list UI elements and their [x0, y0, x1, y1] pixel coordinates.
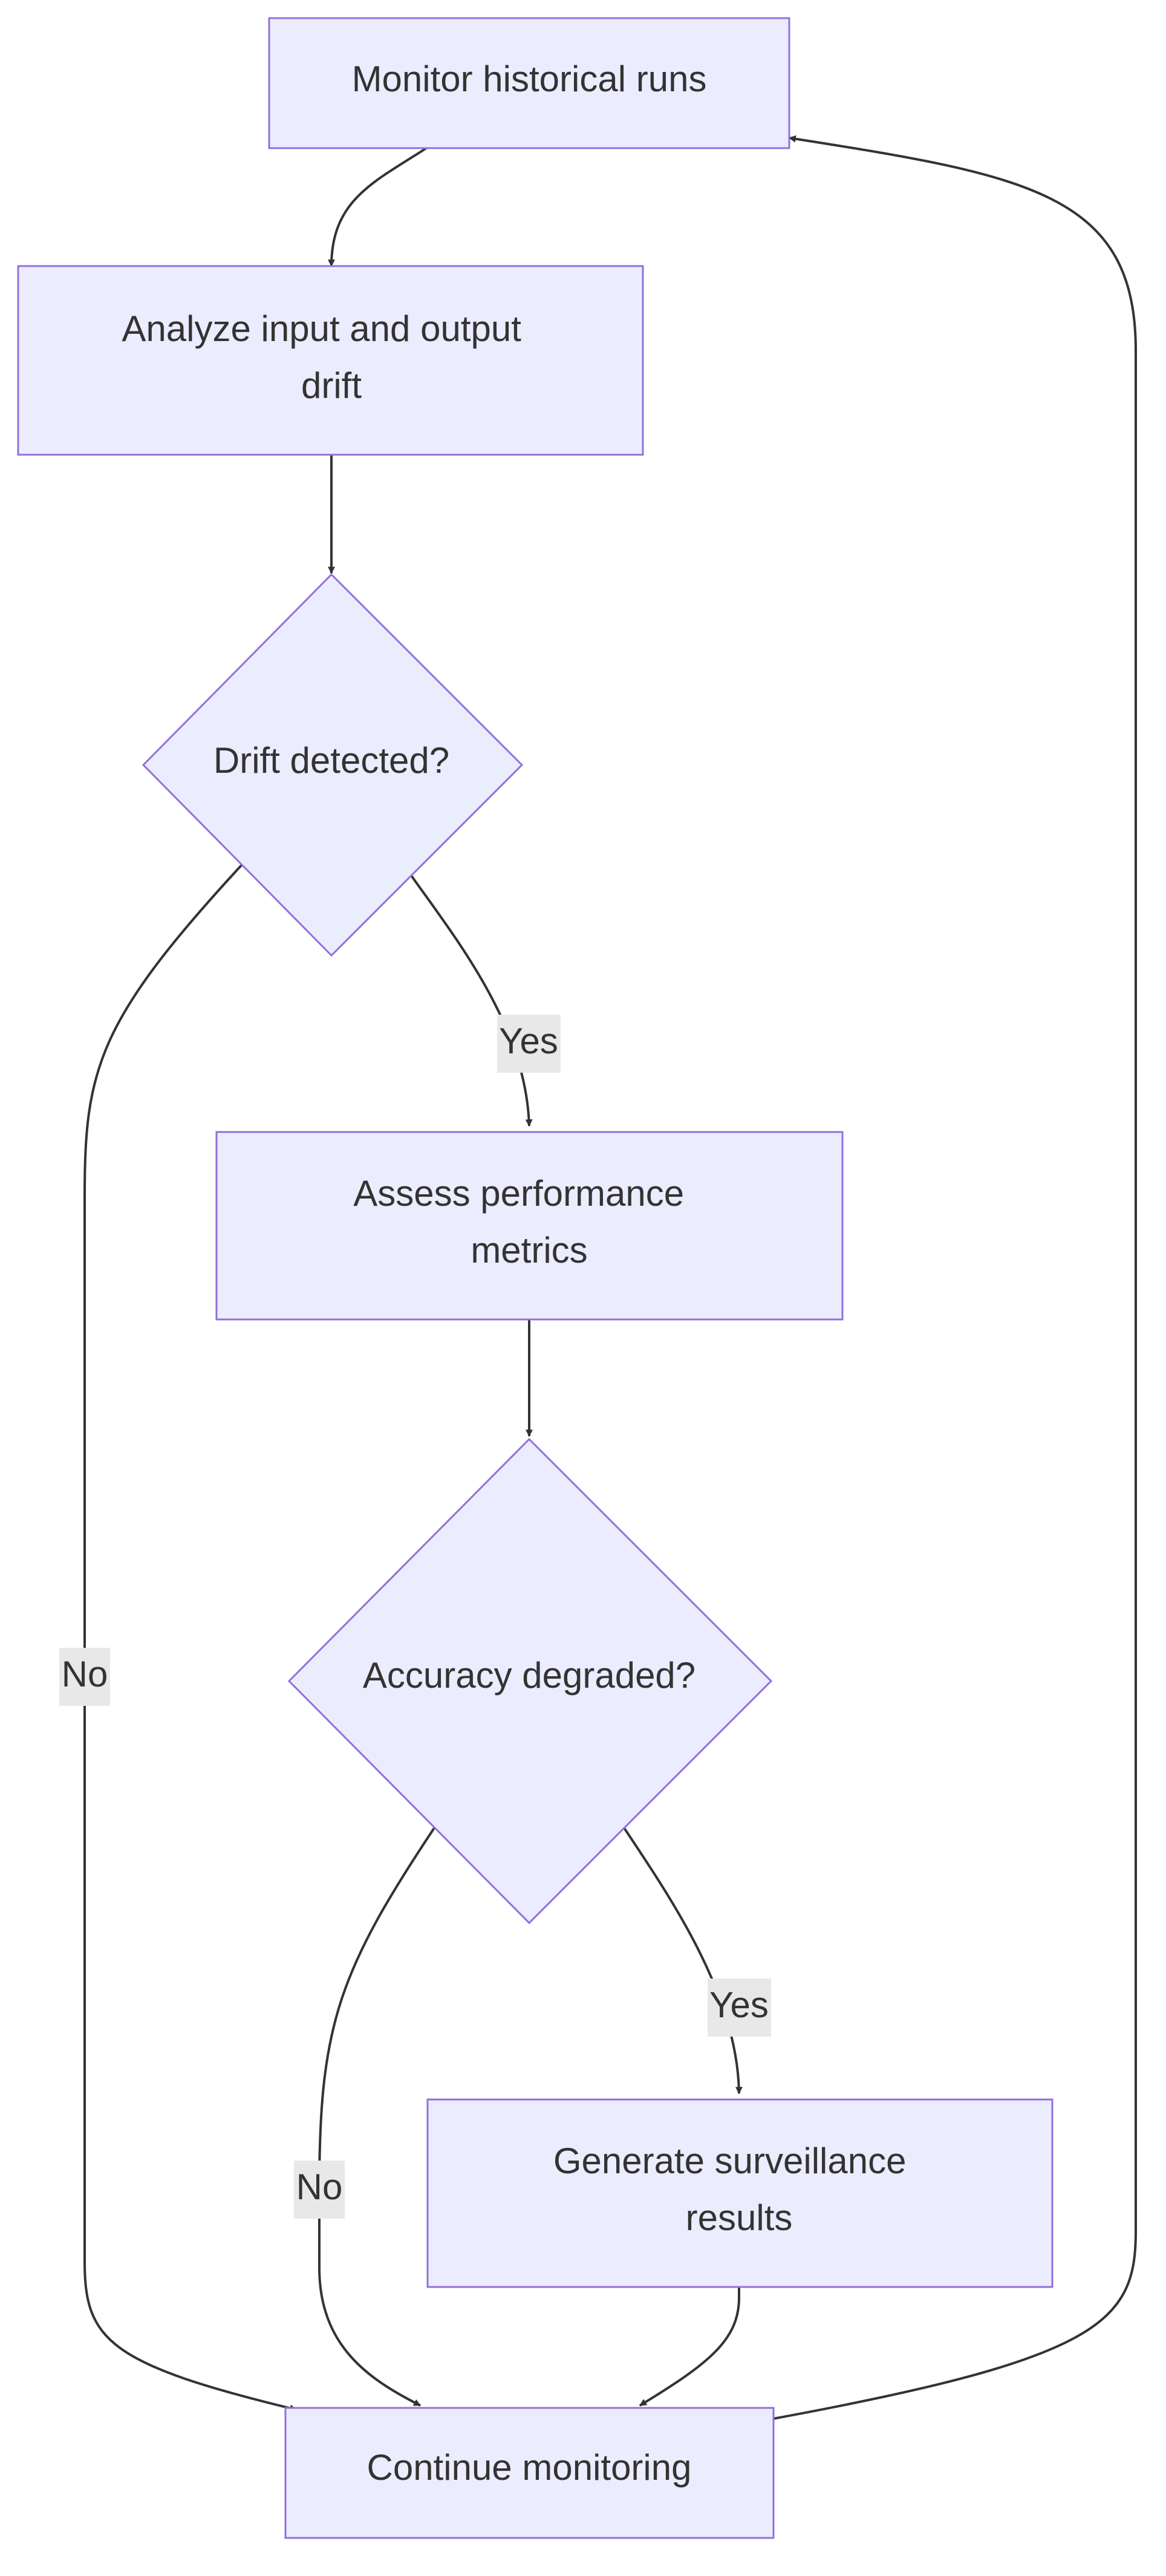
- edge-continue-to-monitor: [772, 135, 1137, 2420]
- svg-text:Accuracy degraded?: Accuracy degraded?: [363, 1655, 695, 1696]
- decision-accuracy-line-1: Accuracy degraded?: [363, 1655, 695, 1696]
- node-continue-line-1: Continue monitoring: [367, 2447, 692, 2488]
- edge-accuracy-yes-to-generate: [622, 1825, 743, 2095]
- svg-text:Drift detected?: Drift detected?: [213, 740, 449, 781]
- node-generate-surveillance-results: Generate surveillance results: [426, 2098, 1054, 2288]
- node-assess-line-1: Assess performance: [353, 1173, 684, 1214]
- edge-label-drift-no-text: No: [62, 1654, 108, 1694]
- svg-text:Continue monitoring: Continue monitoring: [367, 2447, 692, 2488]
- node-analyze-line-2: drift: [301, 365, 362, 406]
- edge-label-drift-no: No: [59, 1648, 110, 1706]
- node-monitor-line-1: Monitor historical runs: [352, 59, 707, 99]
- edge-drift-no-to-continue: [83, 864, 298, 2412]
- edge-label-accuracy-no: No: [294, 2161, 345, 2219]
- node-continue-monitoring: Continue monitoring: [284, 2407, 775, 2539]
- edge-monitor-to-analyze: [328, 147, 428, 267]
- edge-label-drift-yes: Yes: [497, 1015, 561, 1073]
- edge-labels: Yes No Yes No: [59, 1015, 771, 2219]
- node-generate-line-1: Generate surveillance: [553, 2141, 907, 2181]
- decision-drift-line-1: Drift detected?: [213, 740, 449, 781]
- nodes: Monitor historical runs Analyze input an…: [17, 17, 1054, 2539]
- svg-text:Assess performance met: Assess performance metrics: [353, 1173, 694, 1270]
- node-generate-line-2: results: [686, 2197, 793, 2238]
- svg-text:Analyze input and output: Analyze input and output drift: [122, 308, 531, 406]
- edges: [83, 135, 1137, 2420]
- edge-generate-to-continue: [639, 2286, 740, 2407]
- edge-label-accuracy-yes: Yes: [708, 1979, 771, 2037]
- node-monitor-historical-runs: Monitor historical runs: [268, 17, 790, 149]
- edge-label-drift-yes-text: Yes: [499, 1021, 558, 1061]
- edge-drift-yes-to-assess: [410, 874, 533, 1127]
- node-assess-performance: Assess performance metrics: [215, 1131, 844, 1321]
- edge-accuracy-no-to-continue: [318, 1825, 437, 2407]
- node-assess-line-2: metrics: [471, 1230, 587, 1270]
- node-analyze-drift: Analyze input and output drift: [17, 265, 644, 456]
- edge-label-accuracy-yes-text: Yes: [709, 1985, 769, 2025]
- decision-accuracy-degraded: Accuracy degraded?: [287, 1437, 773, 1925]
- node-analyze-line-1: Analyze input and output: [122, 308, 521, 349]
- edge-label-accuracy-no-text: No: [296, 2167, 343, 2207]
- decision-drift-detected: Drift detected?: [142, 573, 524, 957]
- svg-text:Monitor historical runs: Monitor historical runs: [352, 59, 707, 99]
- svg-text:Generate surveillance: Generate surveillance results: [553, 2141, 916, 2238]
